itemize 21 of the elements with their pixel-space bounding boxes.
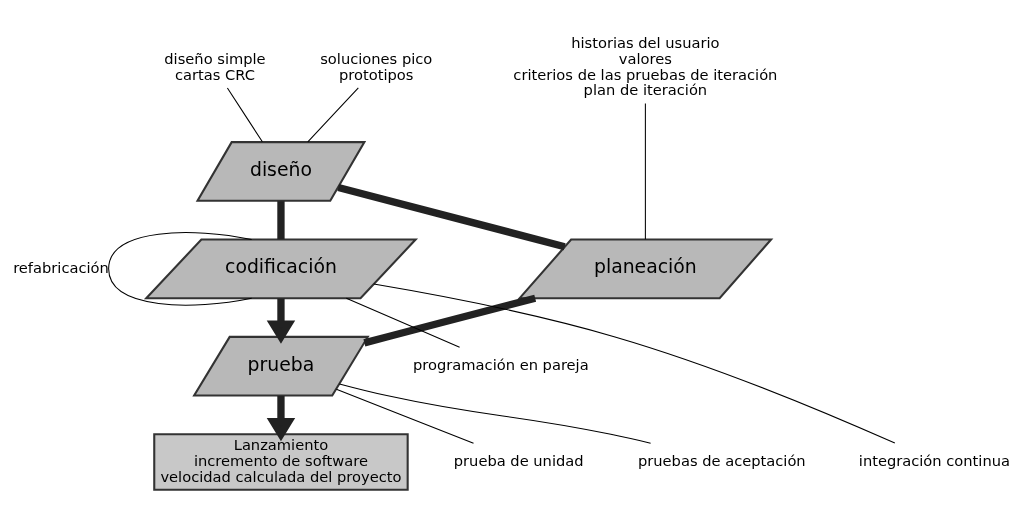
connector [338,382,651,444]
connector [335,388,474,444]
connector [336,183,566,250]
connector [276,200,285,239]
node-text: soluciones pico prototipos [319,49,432,83]
edge-label: refabricación [12,258,109,276]
arrow [266,395,295,441]
node-text: prueba de unidad [453,451,584,469]
node-text: pruebas de aceptación [637,451,806,469]
connector [345,297,460,348]
node-box: Lanzamiento incremento de software velocidad calculada del proyecto [152,432,409,491]
node-text: historias del usuario valores criterios de las pruebas de iteración plan de iteración [512,33,777,98]
connector [372,283,895,444]
node-text: integración continua [858,451,1010,469]
node-text: programación en pareja [412,355,589,373]
connector [306,86,359,142]
arrow [266,298,295,344]
connector [362,294,536,346]
connector [226,86,263,142]
node-text: diseño simple cartas CRC [163,49,266,83]
connector [644,102,646,240]
